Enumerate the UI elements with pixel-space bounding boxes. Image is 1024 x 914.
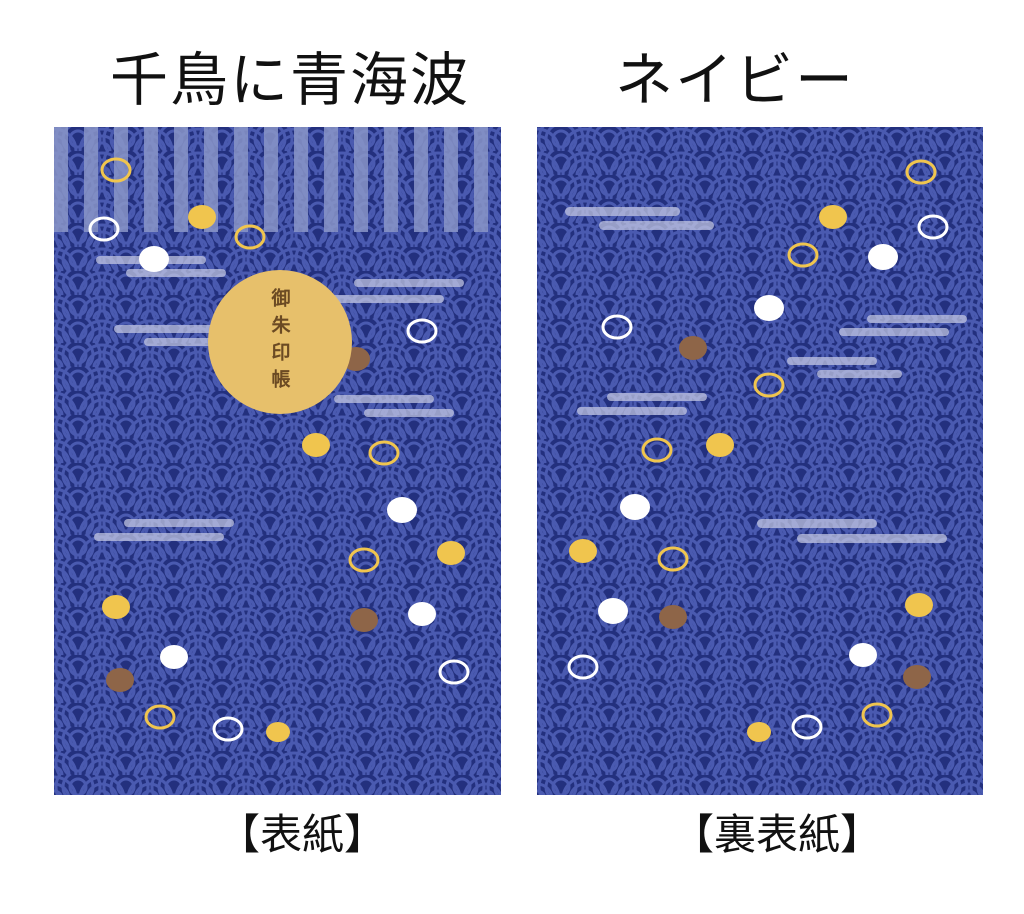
goshuincho-seal: 御朱印帳 xyxy=(208,270,352,414)
back-cover-art xyxy=(537,127,983,795)
front-caption: 【表紙】 xyxy=(218,810,387,859)
birds xyxy=(567,159,949,742)
front-cover-art xyxy=(54,127,501,795)
clouds xyxy=(565,207,967,543)
back-title: ネイビー xyxy=(615,46,856,114)
birds xyxy=(88,157,470,742)
seal-text: 御朱印帳 xyxy=(268,288,291,396)
front-cover-panel: 御朱印帳 xyxy=(54,127,501,795)
back-cover-panel xyxy=(537,127,983,795)
back-caption: 【裏表紙】 xyxy=(672,810,883,859)
vertical-stripes xyxy=(54,127,488,232)
front-title: 千鳥に青海波 xyxy=(110,46,471,114)
